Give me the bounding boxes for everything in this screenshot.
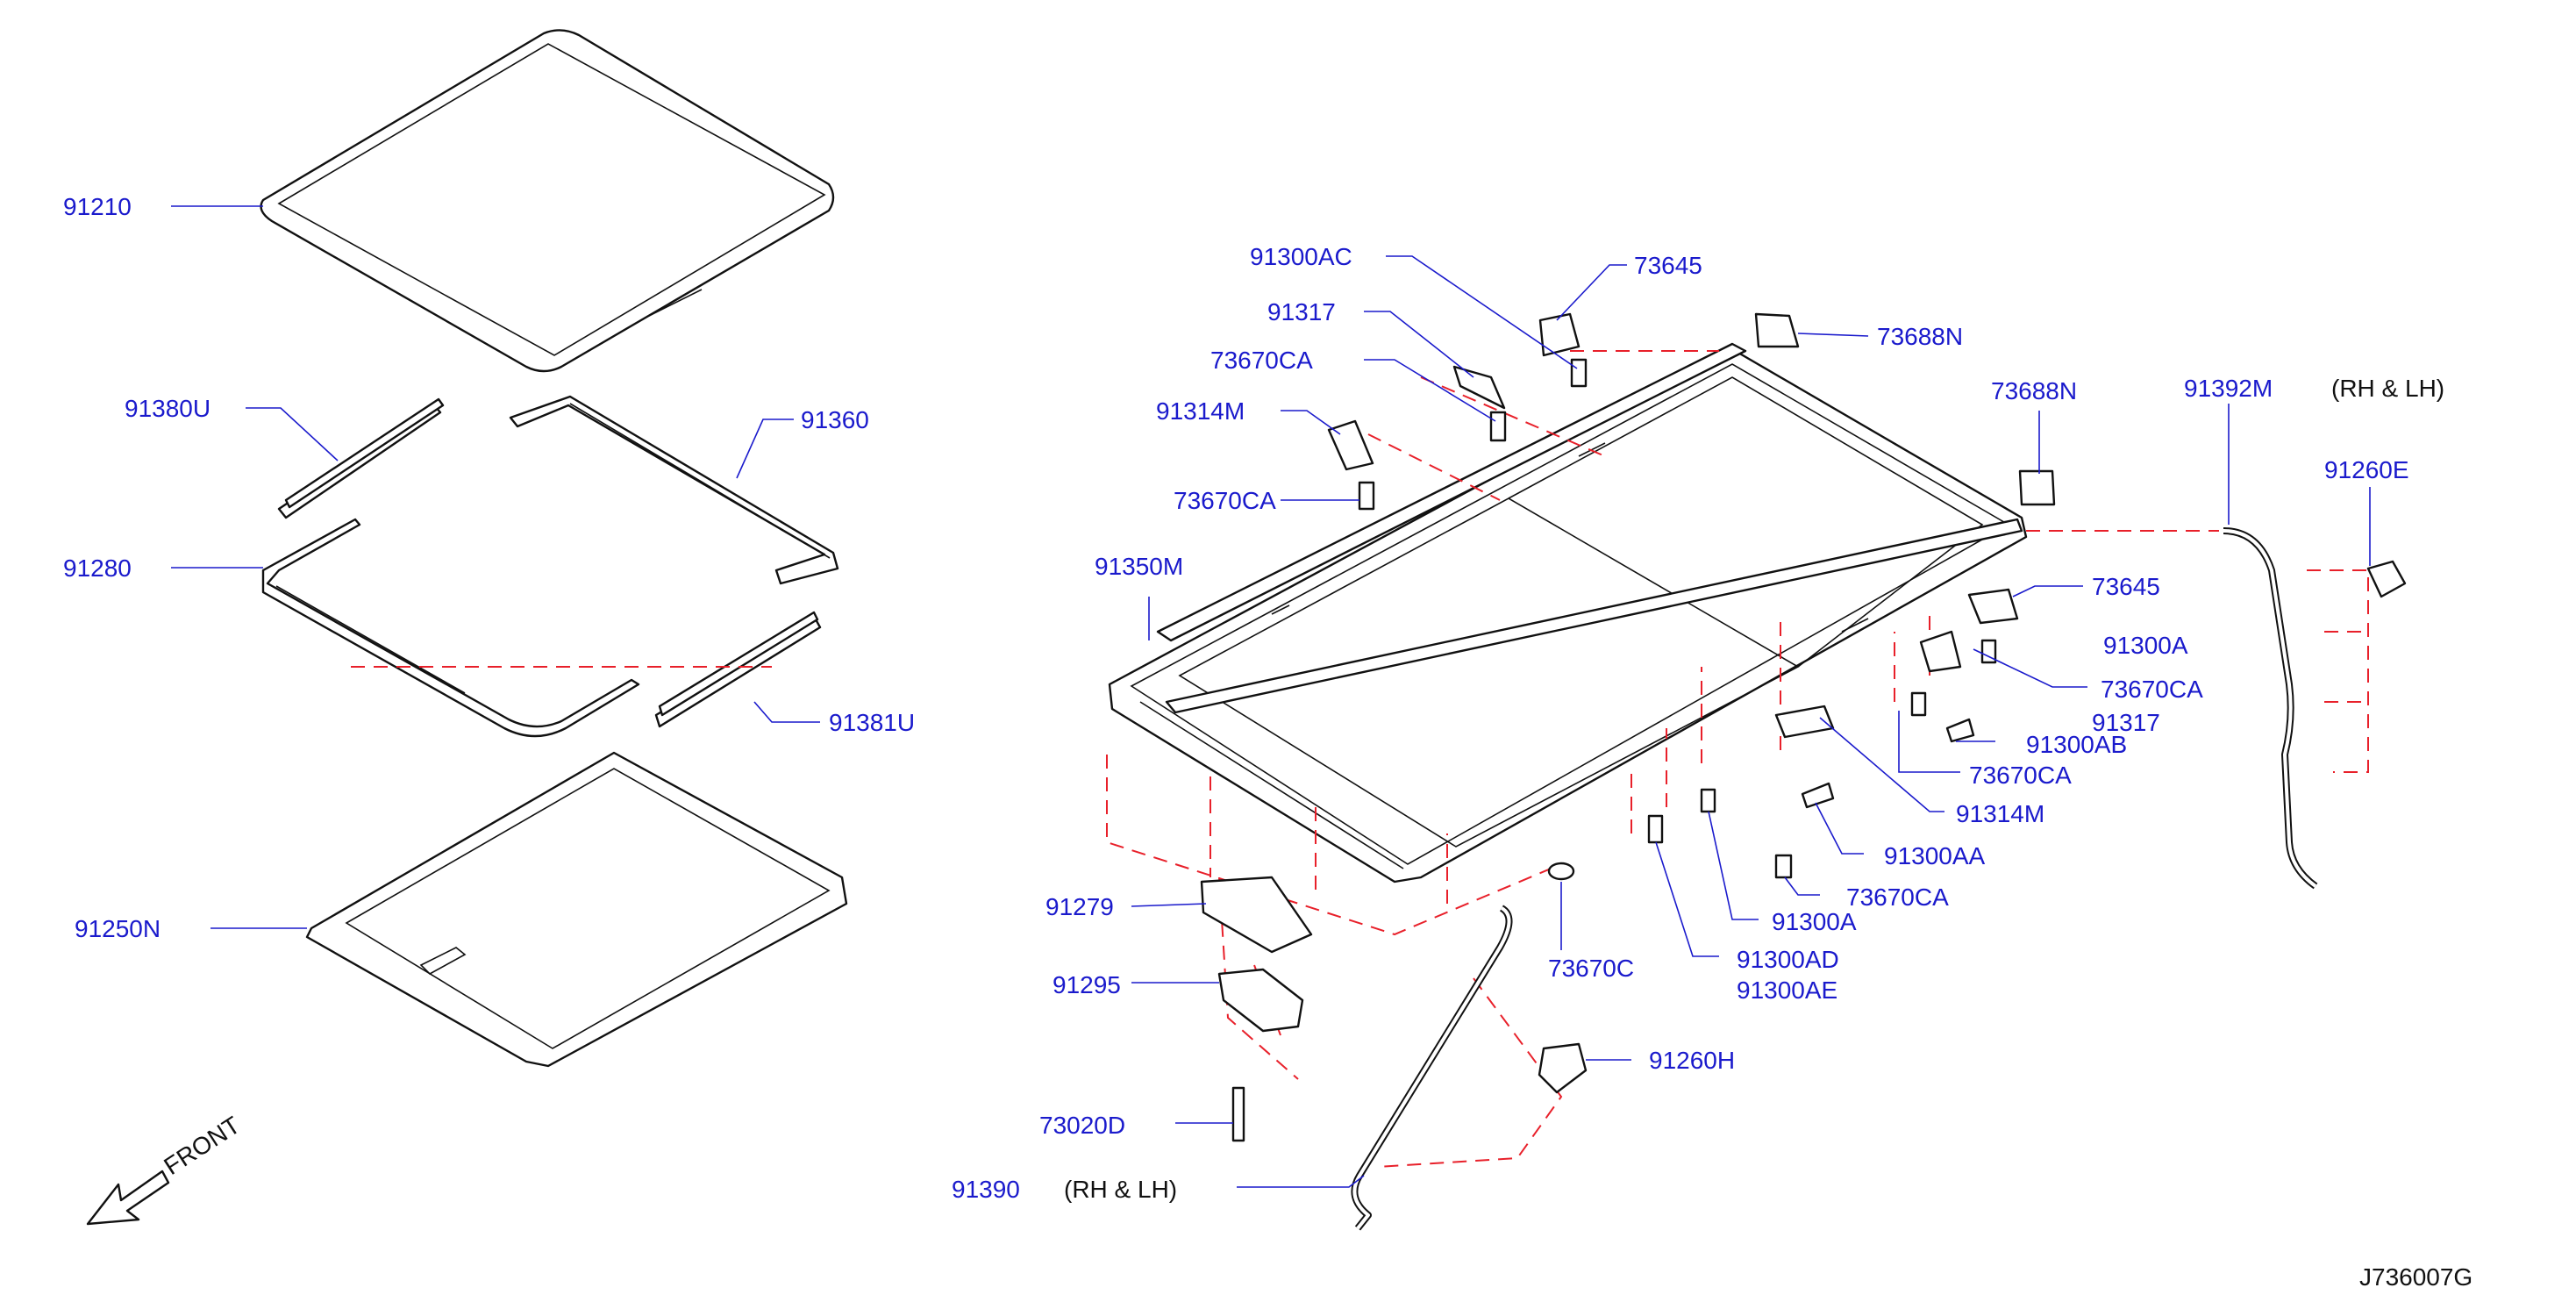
label-91300AC: 91300AC	[1250, 243, 1352, 270]
label-91317-right: 91317	[2092, 709, 2160, 736]
strip-91381U	[654, 611, 822, 728]
dashed-guides-center	[1106, 350, 2369, 1168]
label-91390-side: (RH & LH)	[1064, 1176, 1177, 1203]
label-73670CA-c: 73670CA	[1969, 762, 2072, 789]
label-91381U: 91381U	[829, 709, 915, 736]
label-91300AA: 91300AA	[1884, 842, 1986, 869]
label-91300A-partial: 91300A	[2103, 632, 2188, 659]
label-73670CA-d: 73670CA	[1846, 884, 1949, 911]
label-91210: 91210	[63, 193, 132, 220]
label-91279: 91279	[1045, 893, 1114, 920]
leader-lines	[171, 205, 2371, 1188]
label-91250N: 91250N	[75, 915, 161, 942]
frame-91360	[509, 395, 839, 585]
label-73688N-right: 73688N	[1991, 377, 2077, 404]
label-91300AD: 91300AD	[1737, 946, 1839, 973]
label-73645-top: 73645	[1634, 252, 1702, 279]
rail-set	[1156, 342, 2023, 714]
label-91314M-top: 91314M	[1156, 397, 1245, 425]
label-91390: 91390	[952, 1176, 1020, 1203]
label-91360: 91360	[801, 406, 869, 433]
diagram-id: J736007G	[2359, 1263, 2473, 1291]
label-91295: 91295	[1053, 971, 1121, 998]
seal-91280	[261, 518, 640, 738]
label-73670CA-a: 73670CA	[1210, 347, 1313, 374]
label-73670CA-b: 73670CA	[1174, 487, 1276, 514]
label-73020D: 73020D	[1039, 1112, 1125, 1139]
label-91260E: 91260E	[2324, 456, 2409, 483]
label-91317-top: 91317	[1267, 298, 1336, 326]
front-label: FRONT	[159, 1112, 245, 1181]
label-91300A: 91300A	[1772, 908, 1857, 935]
label-91350M: 91350M	[1095, 553, 1183, 580]
label-73645-right: 73645	[2092, 573, 2160, 600]
front-arrow-icon	[86, 1170, 170, 1226]
sunshade-91250N	[305, 751, 848, 1068]
label-91380U: 91380U	[125, 395, 211, 422]
glass-panel-91210	[260, 29, 835, 373]
label-73670CA-partial: 73670CA	[2101, 676, 2203, 703]
label-91392M-side: (RH & LH)	[2331, 375, 2444, 402]
label-73688N-top: 73688N	[1877, 323, 1963, 350]
strip-91380U	[277, 397, 445, 519]
label-91300AB: 91300AB	[2026, 731, 2127, 758]
label-91280: 91280	[63, 554, 132, 582]
label-91392M: 91392M	[2184, 375, 2273, 402]
label-73670C: 73670C	[1548, 955, 1634, 982]
drain-hoses	[1351, 527, 2318, 1231]
label-91300AE: 91300AE	[1737, 976, 1837, 1004]
label-91314M-right: 91314M	[1956, 800, 2044, 827]
label-91260H: 91260H	[1649, 1047, 1735, 1074]
